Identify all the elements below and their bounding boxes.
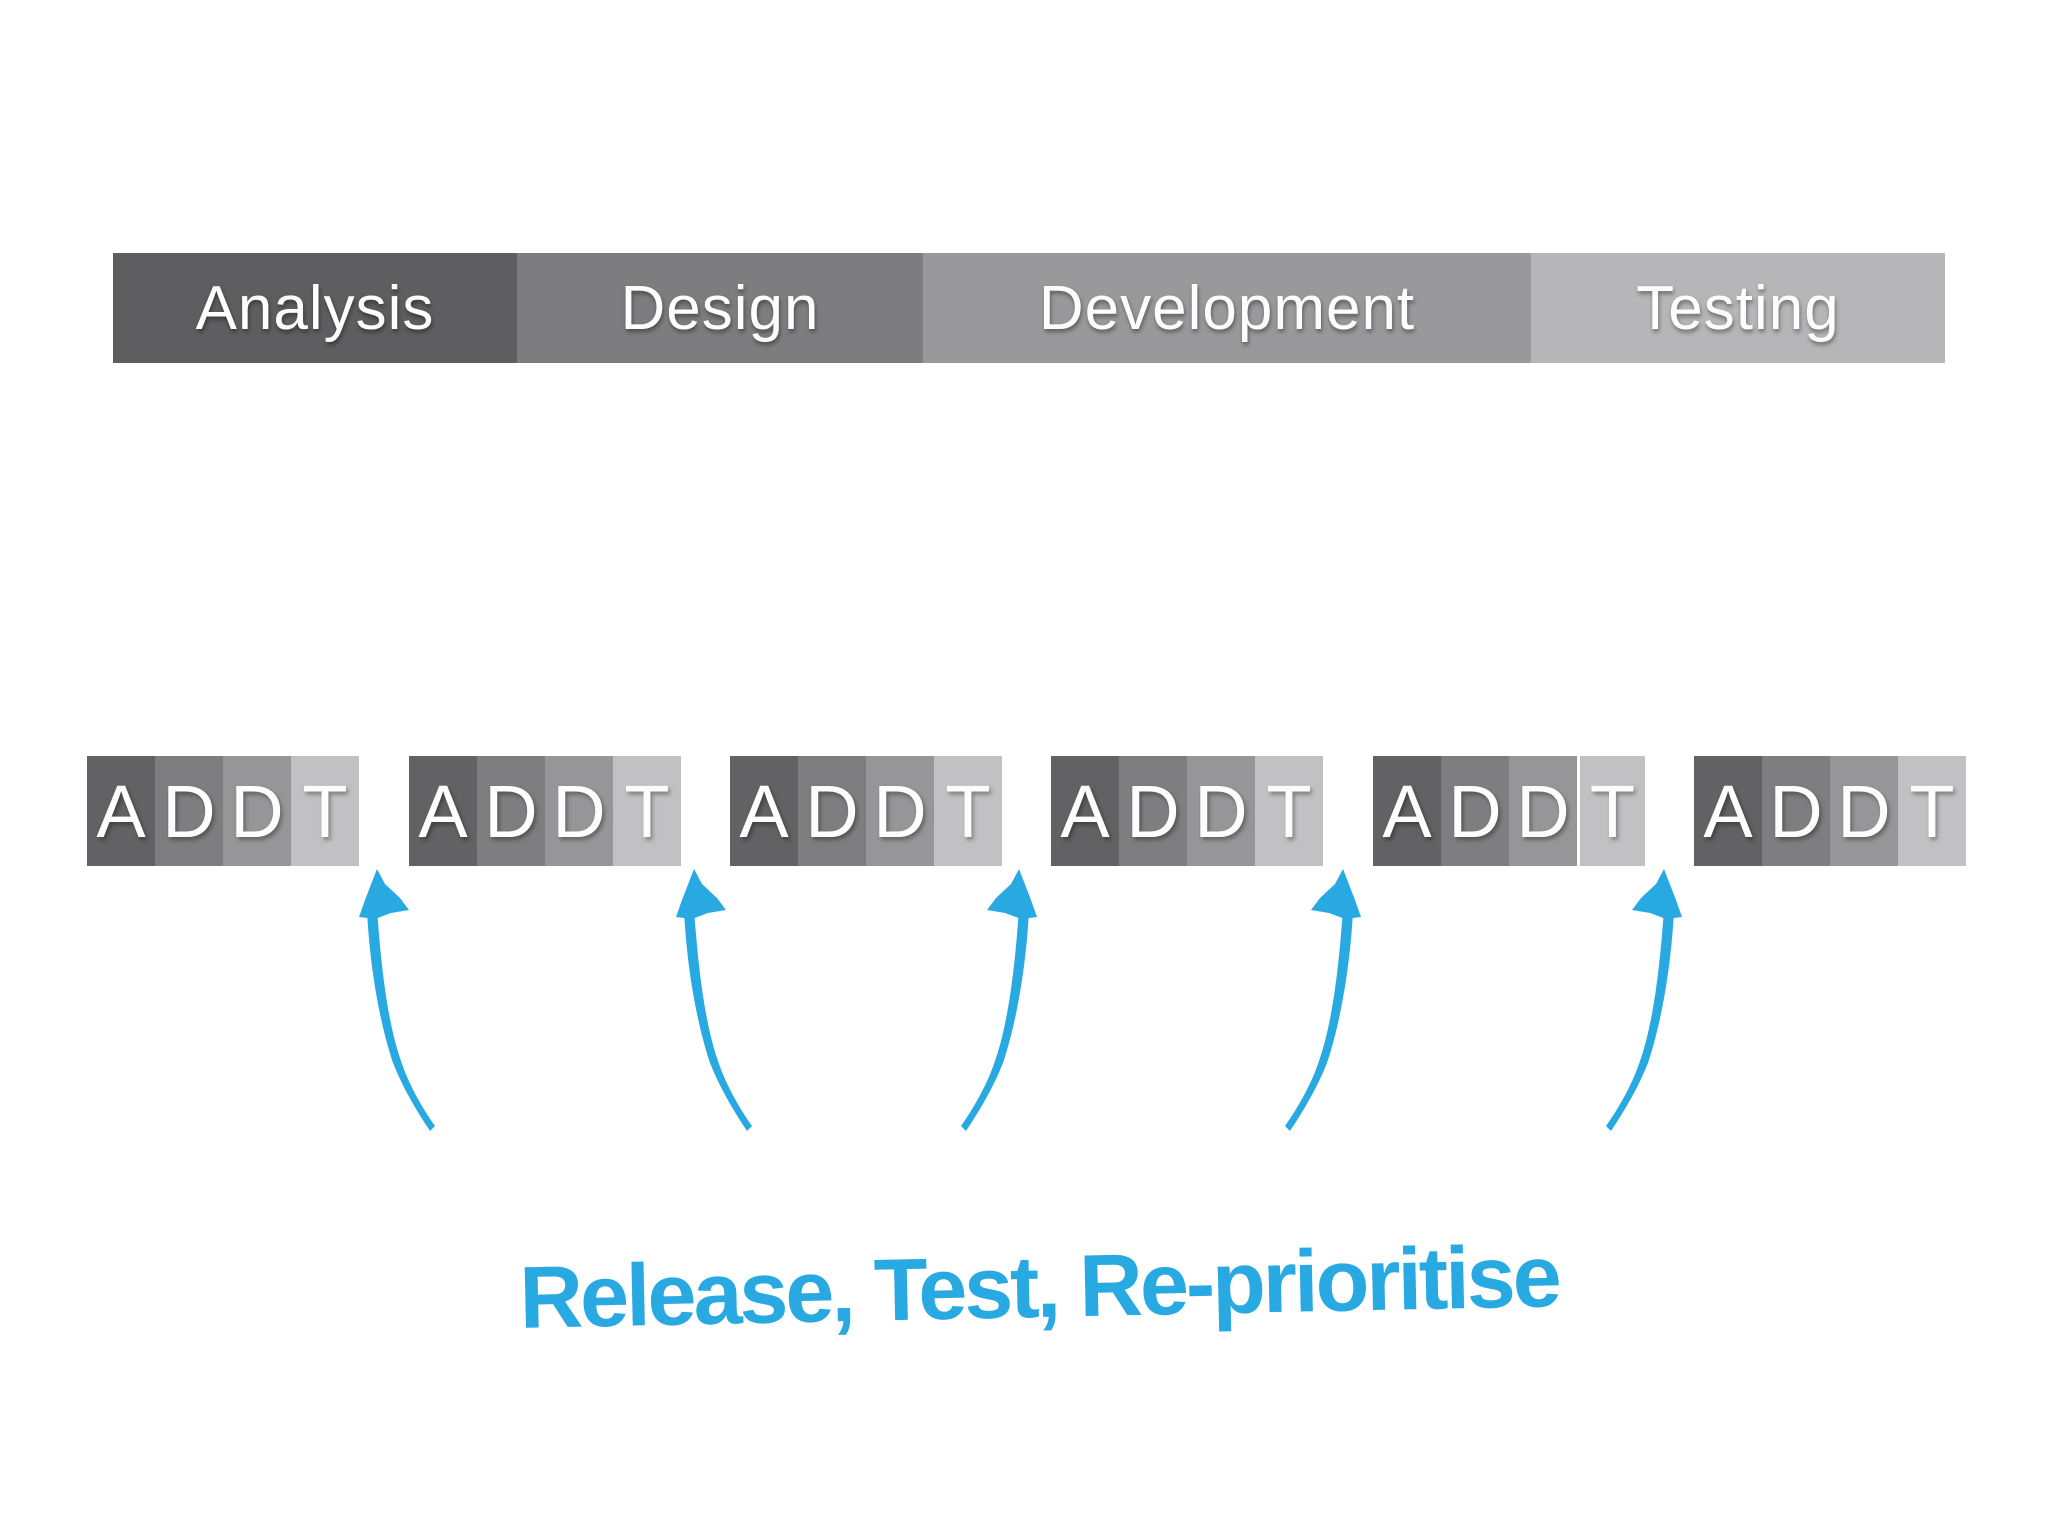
sprint-segment-letter: T [1266,769,1312,853]
annotation-text: Release, Test, Re-prioritise [518,1226,1560,1347]
phase-label: Testing [1636,273,1840,343]
sprint-segment-testing: T [934,756,1002,866]
sprint-segment-design2: D [866,756,934,866]
sprint-segment-design: D [1762,756,1830,866]
sprint-segment-letter: D [805,769,859,853]
sprint-segment-design: D [155,756,223,866]
hand-drawn-curved-up-arrow-icon [1271,867,1366,1139]
sprint-segment-design2: D [1509,756,1577,866]
phase-label: Analysis [195,273,435,343]
sprint-segment-letter: T [302,769,348,853]
sprint-segment-letter: D [1769,769,1823,853]
sprint-segment-design2: D [1830,756,1898,866]
hand-drawn-curved-up-arrow-icon [671,867,766,1139]
phase-analysis: Analysis [113,253,517,363]
sprint-segment-analysis: A [87,756,155,866]
hand-drawn-curved-up-arrow-icon [354,867,449,1139]
sprint-segment-analysis: A [1694,756,1762,866]
phase-development: Development [923,253,1531,363]
sprint-segment-letter: D [484,769,538,853]
sprint-segment-letter: D [1194,769,1248,853]
sprint-segment-letter: T [624,769,670,853]
sprint-segment-letter: D [873,769,927,853]
sprint-segment-letter: A [1382,769,1432,853]
phase-label: Design [620,273,820,343]
sprint-segment-analysis: A [730,756,798,866]
hand-drawn-curved-up-arrow-icon [947,867,1042,1139]
sprint-segment-letter: D [230,769,284,853]
sprint-segment-testing: T [613,756,681,866]
hand-drawn-curved-up-arrow-icon [1592,867,1687,1139]
sprint-segment-testing: T [1577,756,1645,866]
sprint-segment-design2: D [223,756,291,866]
sprint-segment-letter: D [162,769,216,853]
sprint-segment-letter: A [739,769,789,853]
sprint-segment-testing: T [291,756,359,866]
sprint-segment-analysis: A [1051,756,1119,866]
sprint-segment-design: D [1441,756,1509,866]
sprint-segment-letter: D [1448,769,1502,853]
waterfall-phase-bar: Analysis Design Development Testing [113,253,1945,363]
sprint-segment-letter: T [1589,769,1636,853]
sprint-segment-design: D [477,756,545,866]
phase-label: Development [1038,273,1416,343]
sprint-segment-testing: T [1255,756,1323,866]
phase-design: Design [517,253,923,363]
sprint-segment-design: D [798,756,866,866]
sprint-segment-design2: D [545,756,613,866]
sprint-segment-letter: D [1837,769,1891,853]
sprint-segment-letter: A [1703,769,1753,853]
sprint-segment-letter: D [1516,769,1570,853]
phase-testing: Testing [1531,253,1945,363]
sprint-segment-letter: A [418,769,468,853]
sprint-segment-letter: D [552,769,606,853]
sprint-segment-letter: T [945,769,991,853]
sprint-segment-testing: T [1898,756,1966,866]
sprint-segment-design: D [1119,756,1187,866]
sprint-segment-design2: D [1187,756,1255,866]
sprint-segment-analysis: A [1373,756,1441,866]
sprint-segment-letter: D [1126,769,1180,853]
sprint-segment-letter: A [1060,769,1110,853]
sprint-segment-letter: A [96,769,146,853]
sprint-segment-analysis: A [409,756,477,866]
sprint-segment-letter: T [1909,769,1955,853]
